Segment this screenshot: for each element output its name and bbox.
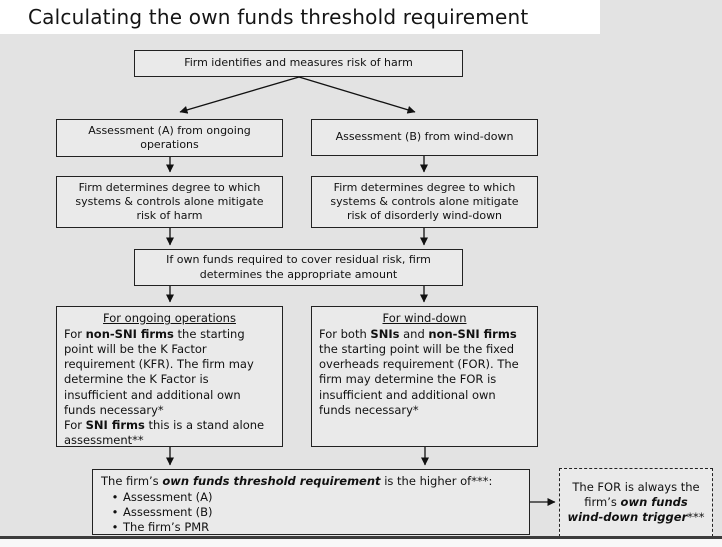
bullet-icon: • — [111, 489, 119, 504]
threshold-bullet-item: • Assessment (A) — [107, 490, 521, 505]
bullet-icon: • — [111, 505, 119, 520]
bullet-icon: • — [111, 520, 119, 535]
node-risk-identification-label: Firm identifies and measures risk of har… — [184, 56, 413, 70]
page-title: Calculating the own funds threshold requ… — [28, 5, 529, 29]
threshold-bullet-label: Assessment (B) — [123, 505, 213, 520]
ongoing-operations-paragraph-1: For non-SNI firms the starting point wil… — [64, 326, 254, 417]
node-residual-risk: If own funds required to cover residual … — [134, 249, 463, 286]
node-assessment-b: Assessment (B) from wind-down — [311, 119, 538, 156]
title-bar: Calculating the own funds threshold requ… — [0, 0, 600, 34]
threshold-bullet-item: • Assessment (B) — [107, 505, 521, 520]
threshold-bullet-item: • The firm’s PMR — [107, 520, 521, 535]
below-slide-margin — [0, 539, 722, 547]
node-assessment-a: Assessment (A) from ongoing operations — [56, 119, 283, 157]
threshold-intro: The firm’s own funds threshold requireme… — [101, 474, 493, 488]
node-mitigate-harm-label: Firm determines degree to which systems … — [75, 180, 264, 223]
node-residual-risk-label: If own funds required to cover residual … — [166, 253, 431, 281]
node-assessment-a-label: Assessment (A) from ongoing operations — [88, 123, 251, 151]
threshold-bullet-label: Assessment (A) — [123, 489, 213, 504]
slide-bottom-edge — [0, 536, 722, 539]
node-winddown: For wind-down For both SNIs and non-SNI … — [311, 306, 538, 447]
node-winddown-trigger: The FOR is always the firm’s own funds w… — [559, 468, 713, 537]
winddown-paragraph-1: For both SNIs and non-SNI firms the star… — [319, 326, 519, 417]
node-risk-identification: Firm identifies and measures risk of har… — [134, 50, 463, 77]
node-mitigate-winddown: Firm determines degree to which systems … — [311, 176, 538, 228]
winddown-trigger-label: The FOR is always the firm’s own funds w… — [567, 480, 705, 524]
threshold-bullet-list: • Assessment (A) • Assessment (B) • The … — [107, 490, 521, 536]
threshold-bullet-label: The firm’s PMR — [123, 520, 210, 535]
node-mitigate-harm: Firm determines degree to which systems … — [56, 176, 283, 228]
node-mitigate-winddown-label: Firm determines degree to which systems … — [330, 180, 519, 223]
node-threshold-requirement: The firm’s own funds threshold requireme… — [92, 469, 530, 535]
arrow-top-to-assessment-b — [298, 76, 416, 114]
arrow-top-to-assessment-a — [179, 76, 300, 114]
winddown-heading: For wind-down — [382, 311, 467, 325]
ongoing-operations-paragraph-2: For SNI firms this is a stand alone asse… — [64, 417, 265, 448]
ongoing-operations-heading: For ongoing operations — [103, 311, 236, 325]
node-ongoing-operations: For ongoing operations For non-SNI firms… — [56, 306, 283, 447]
node-assessment-b-label: Assessment (B) from wind-down — [335, 130, 514, 144]
